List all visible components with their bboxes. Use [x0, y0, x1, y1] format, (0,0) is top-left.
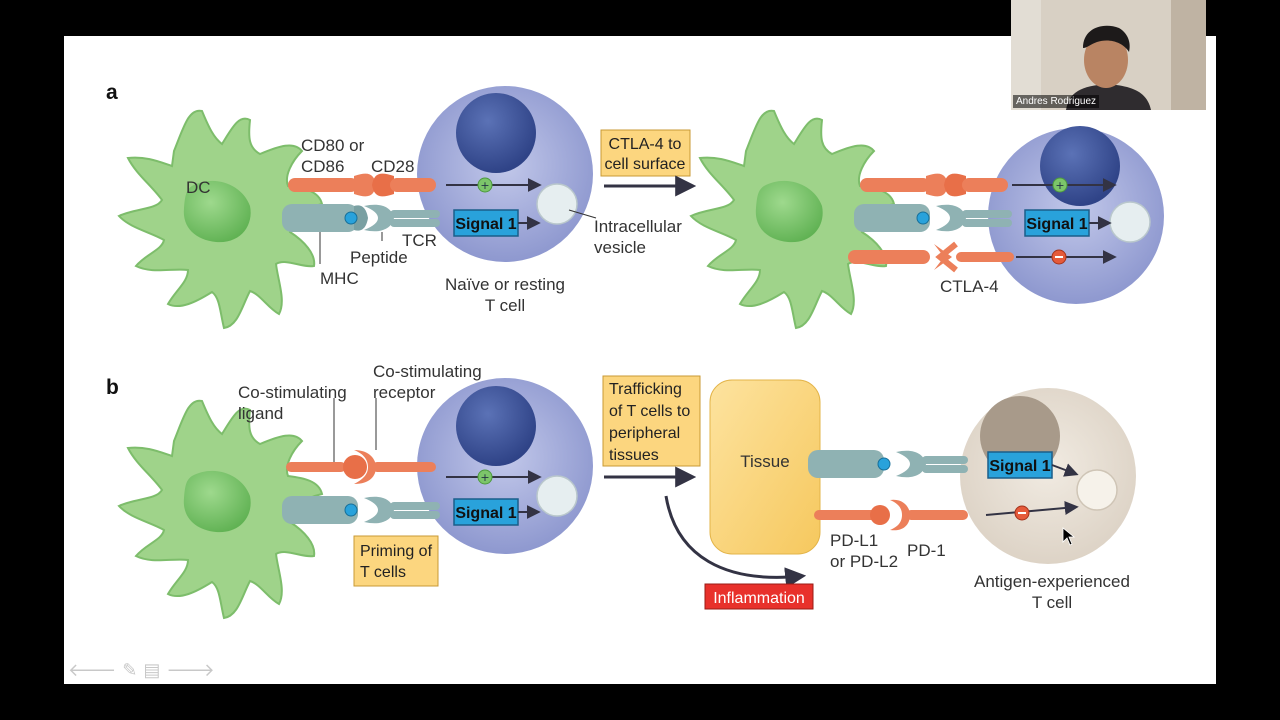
naive-tcell-label-line2: T cell	[485, 296, 525, 315]
slide-navigation: 🡐 ✎ ▤ 🡒	[68, 660, 215, 680]
ctla4-surface-box	[600, 129, 691, 177]
inflammation-arrow	[664, 495, 807, 589]
pen-tool-icon[interactable]: ✎	[122, 660, 138, 680]
antigen-tcell-label-line1: Antigen-experienced	[974, 572, 1130, 591]
cd80-cd28-pair-a-right	[860, 173, 1008, 197]
signal1-label-a-right: Signal 1	[1026, 216, 1087, 233]
costim-receptor-line1: Co-stimulating	[373, 362, 482, 381]
vesicle-label-line1: Intracellular	[594, 217, 682, 236]
trafficking-line4: tissues	[609, 447, 659, 464]
ctla4-box-line1: CTLA-4 to	[609, 136, 682, 153]
svg-text:+: +	[480, 179, 489, 192]
trafficking-line1: Trafficking	[609, 381, 682, 398]
ctla4-receptor	[848, 241, 1014, 273]
signal1-box-a	[453, 209, 519, 237]
dendritic-cell-a-right	[689, 109, 896, 330]
tcell-activation-diagram: a DC + Signal 1 CD80 or CD86 CD28 Peptid…	[106, 81, 1164, 620]
costim-ligand-line1: Co-stimulating	[238, 383, 347, 402]
ctla4-label: CTLA-4	[940, 277, 999, 296]
vesicle-label-line2: vesicle	[594, 238, 646, 257]
inflammation-box	[704, 583, 814, 610]
naive-tcell-label-line1: Naïve or resting	[445, 275, 565, 294]
signal1-label-a: Signal 1	[455, 216, 516, 233]
priming-line1: Priming of	[360, 543, 433, 560]
intracellular-vesicle	[536, 183, 578, 225]
trafficking-box	[602, 375, 701, 467]
mhc-tcr-complex-b	[282, 496, 440, 524]
priming-box	[353, 535, 439, 587]
dendritic-cell-b	[117, 399, 324, 620]
panel-b-letter: b	[106, 376, 119, 399]
pdl-label-line2: or PD-L2	[830, 552, 898, 571]
cd28-label: CD28	[371, 157, 414, 176]
costim-ligand-receptor-b	[286, 450, 436, 484]
naive-tcell-b	[417, 378, 593, 554]
peptide-label: Peptide	[350, 248, 408, 267]
slide-menu-icon[interactable]: ▤	[143, 660, 161, 680]
previous-slide-icon[interactable]: 🡐	[68, 660, 117, 680]
signal1-label-b-right: Signal 1	[989, 458, 1050, 475]
next-slide-icon[interactable]: 🡒	[166, 660, 215, 680]
pdl1-pd1-pair	[814, 499, 968, 531]
mhc-tcr-complex-b-right	[808, 450, 968, 478]
plus-signal-icon-right	[1052, 177, 1068, 193]
antigen-tcell-label-line2: T cell	[1032, 593, 1072, 612]
tissue-label: Tissue	[740, 452, 789, 471]
costim-receptor-line2: receptor	[373, 383, 436, 402]
participant-name: Andres Rodriguez	[1013, 95, 1100, 108]
presentation-slide: a DC + Signal 1 CD80 or CD86 CD28 Peptid…	[64, 36, 1216, 684]
trafficking-line2: of T cells to	[609, 403, 690, 420]
pdl-label-line1: PD-L1	[830, 531, 878, 550]
trafficking-line3: peripheral	[609, 425, 680, 442]
cd80-label-line2: CD86	[301, 157, 344, 176]
plus-signal-icon-b	[477, 469, 493, 485]
mhc-label: MHC	[320, 269, 359, 288]
presenter-video	[1011, 0, 1206, 110]
dc-label: DC	[186, 178, 211, 197]
inflammation-label: Inflammation	[713, 590, 805, 607]
signal1-arrow-b-right	[1051, 463, 1079, 477]
svg-text:+: +	[480, 471, 489, 484]
tcr-label: TCR	[402, 231, 437, 250]
mhc-tcr-complex-a	[282, 204, 440, 232]
ctla4-box-line2: cell surface	[605, 156, 686, 173]
panel-a-letter: a	[106, 81, 118, 104]
signal1-label-b: Signal 1	[455, 505, 516, 522]
cd80-cd28-pair-a	[288, 173, 436, 197]
mouse-cursor-icon	[1062, 527, 1076, 546]
signal1-box-a-right	[1024, 209, 1090, 237]
webcam-video-tile[interactable]: Andres Rodriguez	[1011, 0, 1206, 110]
cd80-label-line1: CD80 or	[301, 136, 365, 155]
costim-ligand-line2: ligand	[238, 404, 283, 423]
priming-line2: T cells	[360, 564, 406, 581]
svg-text:+: +	[1055, 179, 1064, 192]
plus-signal-icon	[477, 177, 493, 193]
inhibitory-arrow-b	[985, 501, 1079, 516]
mhc-tcr-complex-a-right	[854, 204, 1012, 232]
pd1-label: PD-1	[907, 541, 946, 560]
dendritic-cell-a-left	[117, 109, 324, 330]
